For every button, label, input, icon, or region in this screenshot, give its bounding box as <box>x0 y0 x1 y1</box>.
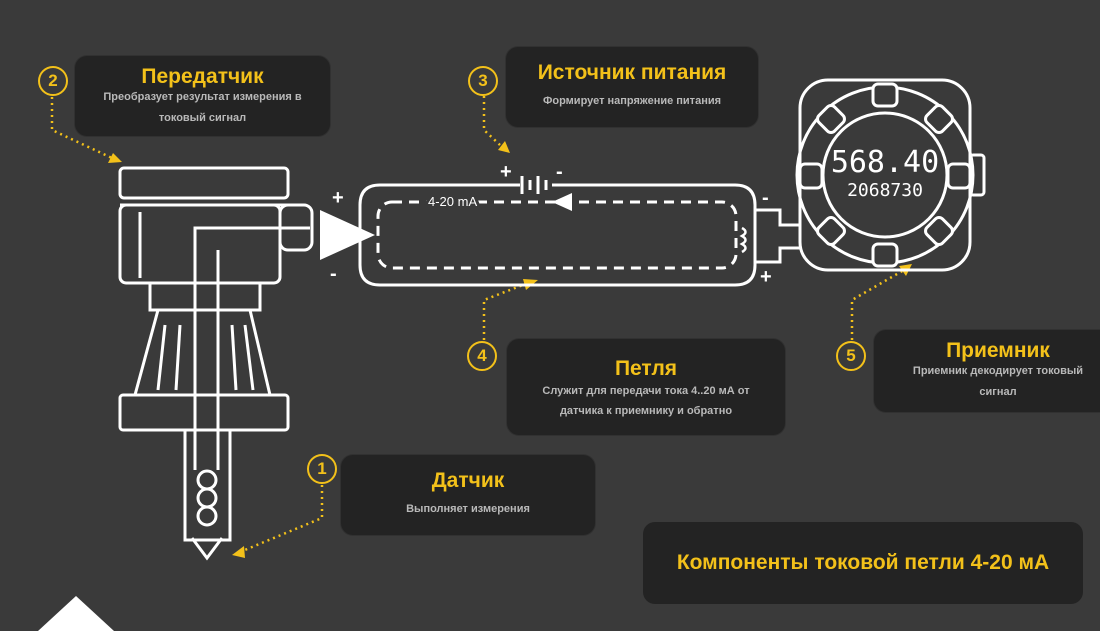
receiver-bolt <box>798 162 824 190</box>
receiver-plus: + <box>760 266 772 288</box>
receiver-bolt <box>924 104 954 134</box>
callout-sensor-title: Датчик <box>431 469 505 492</box>
callout-transmitter-desc-line-2: токовый сигнал <box>158 112 247 124</box>
loop-outer-wire <box>358 183 757 287</box>
badge-1: 1 <box>307 454 337 484</box>
receiver-bolts <box>798 82 972 268</box>
callout-receiver-desc-line-2: сигнал <box>979 386 1017 398</box>
leader-lines <box>50 96 905 554</box>
sensor-ring-3 <box>196 505 218 527</box>
transmitter-cap <box>118 166 290 200</box>
transmitter-minus: - <box>330 263 337 285</box>
main-title-box: Компоненты токовой петли 4-20 мА <box>643 522 1083 604</box>
badge-3: 3 <box>468 66 498 96</box>
display-bottom-value: 2068730 <box>847 180 923 201</box>
polarity-labels: + - + - - + <box>330 161 772 288</box>
current-label: 4-20 mA <box>428 194 477 209</box>
battery-minus: - <box>556 161 563 183</box>
receiver-bolt <box>946 162 972 190</box>
receiver-coil <box>739 226 747 254</box>
receiver-minus: - <box>762 187 769 209</box>
sensor-ring-1 <box>196 469 218 491</box>
sensor-probe <box>183 430 232 542</box>
transmitter-base <box>118 393 290 432</box>
badge-2: 2 <box>38 66 68 96</box>
loop-current-path <box>376 200 738 270</box>
flange-line-3 <box>230 324 238 391</box>
transmitter-neck <box>148 283 262 312</box>
receiver-wire-bottom <box>755 246 800 264</box>
callout-power-supply-title: Источник питания <box>537 61 727 84</box>
callout-receiver-desc-line-1: Приемник декодирует токовый <box>912 365 1084 377</box>
flange-line-4 <box>243 324 255 391</box>
receiver-bolt <box>816 216 846 246</box>
battery-plus: + <box>500 161 512 183</box>
battery-symbol <box>520 176 548 194</box>
flange-line-2 <box>174 324 182 391</box>
transmitter-arrow <box>320 210 375 260</box>
callout-transmitter-desc-line-1: Преобразует результат измерения в <box>103 91 302 103</box>
arrowhead-power <box>498 141 510 153</box>
receiver-bolt <box>816 104 846 134</box>
leader-sensor <box>239 485 324 554</box>
callout-sensor: Датчик Выполняет измерения <box>341 455 595 535</box>
callout-transmitter: Передатчик Преобразует результат измерен… <box>75 56 330 136</box>
callout-receiver-title: Приемник <box>946 339 1050 362</box>
sensor-tip <box>190 537 224 561</box>
loop-wires <box>358 183 800 287</box>
corner-triangle <box>38 596 114 631</box>
receiver-bolt <box>871 82 899 108</box>
callout-power-supply: Источник питания Формирует напряжение пи… <box>506 47 758 127</box>
flange-line-1 <box>156 324 167 391</box>
leader-receiver <box>850 268 905 340</box>
leader-loop <box>482 281 529 340</box>
callout-loop: Петля Служит для передачи тока 4..20 мА … <box>507 339 785 435</box>
leader-power <box>482 96 501 146</box>
callout-sensor-desc: Выполняет измерения <box>406 503 530 515</box>
current-arrow <box>552 193 572 211</box>
receiver-wire-top <box>755 208 800 227</box>
callout-power-supply-desc: Формирует напряжение питания <box>542 95 722 107</box>
callout-transmitter-title: Передатчик <box>141 65 264 88</box>
internal-wire <box>193 226 310 470</box>
callout-loop-title: Петля <box>614 357 678 380</box>
sensor-ring-2 <box>196 487 218 509</box>
callout-receiver: Приемник Приемник декодирует токовый сиг… <box>874 330 1100 412</box>
arrowhead-transmitter <box>108 153 122 163</box>
arrowhead-sensor <box>232 546 245 558</box>
callout-loop-desc-line-2: датчика к приемнику и обратно <box>559 405 733 417</box>
callout-loop-desc-line-1: Служит для передачи тока 4..20 мА от <box>542 385 750 397</box>
badge-4: 4 <box>467 341 497 371</box>
receiver-bolt <box>871 242 899 268</box>
receiver-bolt <box>924 216 954 246</box>
transmitter-plus: + <box>332 187 344 209</box>
main-title: Компоненты токовой петли 4-20 мА <box>676 551 1050 574</box>
transmitter-body <box>118 203 282 285</box>
badge-5: 5 <box>836 341 866 371</box>
transmitter-drawing <box>118 166 375 561</box>
display-top-value: 568.40 <box>831 145 939 180</box>
